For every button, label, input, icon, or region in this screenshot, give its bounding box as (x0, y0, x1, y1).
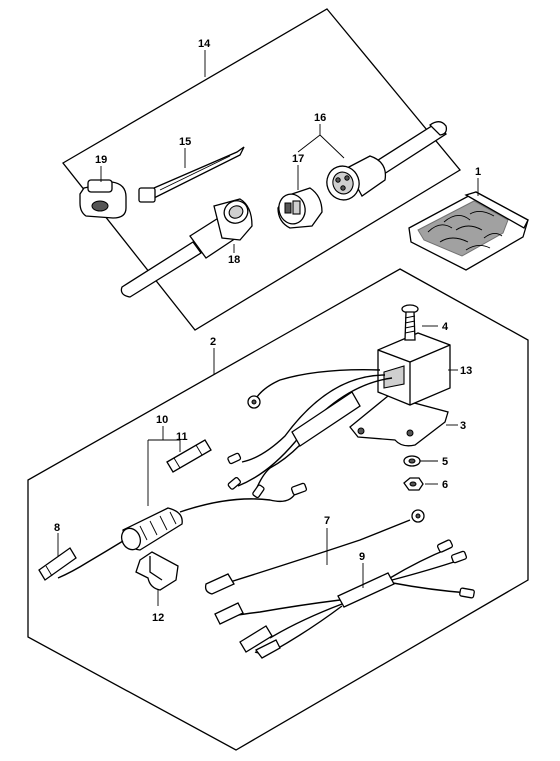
callout-19: 19 (95, 154, 107, 166)
callout-5: 5 (442, 456, 448, 468)
grommet-19 (79, 179, 127, 219)
callout-2: 2 (210, 336, 216, 348)
callout-9: 9 (359, 551, 365, 563)
fuse-11 (166, 439, 212, 473)
callout-17: 17 (292, 153, 304, 165)
cable-tie-15 (138, 146, 245, 203)
connector-18 (120, 198, 253, 298)
callout-6: 6 (442, 479, 448, 491)
plug-16 (326, 121, 448, 201)
fuse-holder-10 (57, 482, 308, 579)
nut-6 (403, 477, 424, 491)
callout-7: 7 (324, 515, 330, 527)
leader-lines (57, 50, 479, 606)
sub-harness-9 (214, 539, 475, 659)
callout-18: 18 (228, 254, 240, 266)
callout-13: 13 (460, 365, 472, 377)
callout-4: 4 (442, 321, 449, 333)
callout-15: 15 (179, 136, 191, 148)
callout-3: 3 (460, 420, 466, 432)
callout-11: 11 (176, 431, 188, 443)
socket-17 (277, 187, 323, 229)
harness-13-wires (227, 369, 393, 499)
fuse-8 (38, 547, 77, 581)
washer-5 (403, 455, 421, 467)
bracket-13 (349, 332, 451, 447)
callout-labels: 14 15 19 16 17 18 1 2 4 13 3 5 6 10 11 8… (54, 38, 481, 624)
callout-1: 1 (475, 166, 481, 178)
lower-kit-panel (27, 268, 529, 751)
callout-14: 14 (198, 38, 211, 50)
clip-12 (135, 551, 179, 591)
callout-10: 10 (156, 414, 168, 426)
upper-kit-panel (62, 8, 461, 331)
screw-4 (401, 304, 419, 341)
lead-wire-7 (204, 509, 425, 595)
parts-bag-1 (408, 191, 529, 271)
callout-16: 16 (314, 112, 326, 124)
callout-12: 12 (152, 612, 164, 624)
callout-8: 8 (54, 522, 60, 534)
